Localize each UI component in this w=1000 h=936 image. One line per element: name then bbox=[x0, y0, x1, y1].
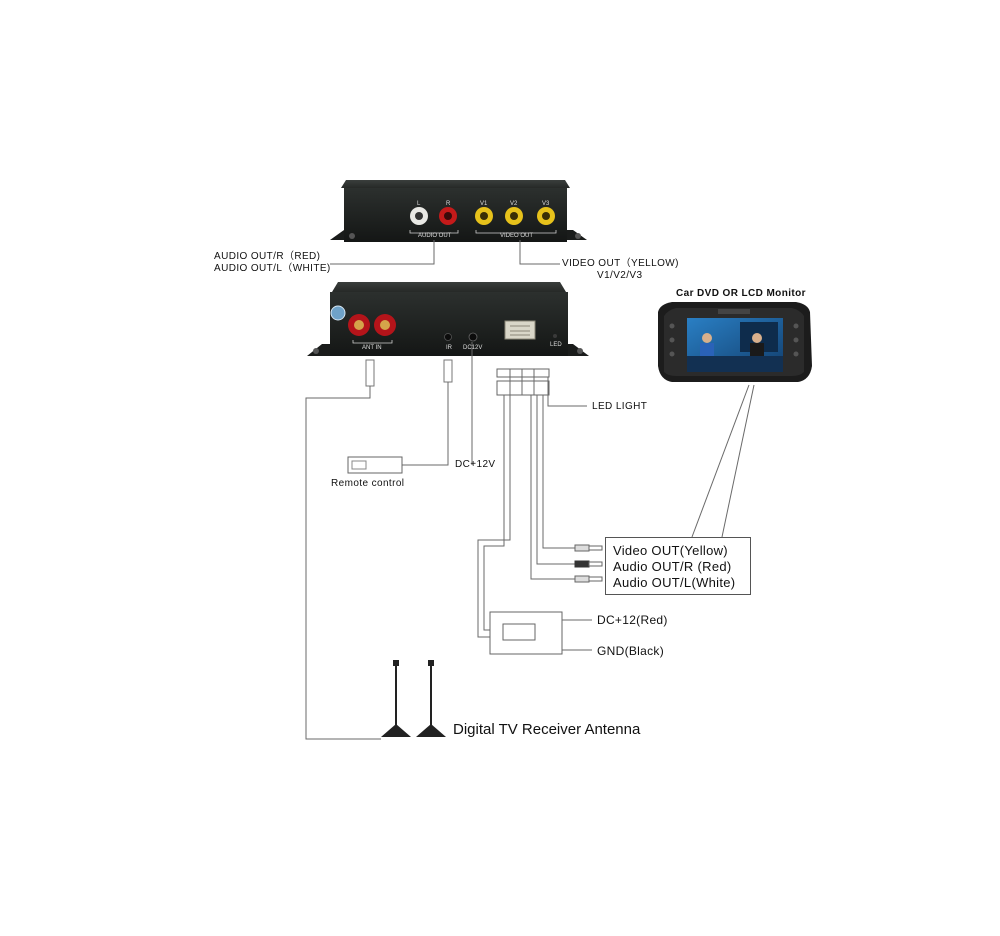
port-label-led: LED bbox=[550, 342, 562, 348]
label-antenna: Digital TV Receiver Antenna bbox=[453, 721, 641, 738]
output-connections-box: Video OUT(Yellow) Audio OUT/R (Red) Audi… bbox=[605, 537, 751, 595]
label-dc12-red: DC+12(Red) bbox=[597, 613, 668, 627]
label-video-out-channels: V1/V2/V3 bbox=[597, 270, 643, 281]
jack-label-r: R bbox=[446, 201, 451, 207]
jack-label-v1: V1 bbox=[480, 201, 488, 207]
digital-tv-antennas bbox=[381, 660, 446, 737]
port-label-dc12v: DC12V bbox=[463, 345, 483, 351]
rca-jack-audio-l bbox=[410, 207, 428, 225]
led-indicator bbox=[553, 334, 557, 338]
label-audio-out-l: AUDIO OUT/L（WHITE) bbox=[214, 263, 331, 274]
label-led-light: LED LIGHT bbox=[592, 401, 648, 412]
receiver-front-panel bbox=[307, 282, 589, 356]
jack-label-l: L bbox=[417, 201, 421, 207]
output-audio-out-l: Audio OUT/L(White) bbox=[613, 575, 736, 590]
brand-logo-disc bbox=[330, 305, 346, 321]
output-video-out: Video OUT(Yellow) bbox=[613, 543, 728, 558]
port-label-ir: IR bbox=[446, 345, 452, 351]
label-video-out: VIDEO OUT（YELLOW) bbox=[562, 258, 679, 269]
ir-jack bbox=[444, 333, 452, 341]
jack-label-v2: V2 bbox=[510, 201, 518, 207]
rca-jack-video-v2 bbox=[505, 207, 523, 225]
label-audio-out-r: AUDIO OUT/R（RED) bbox=[214, 251, 321, 262]
group-label-audio-out: AUDIO OUT bbox=[418, 233, 452, 239]
rca-jack-audio-r bbox=[439, 207, 457, 225]
rca-jack-video-v3 bbox=[537, 207, 555, 225]
receiver-rear-panel bbox=[330, 180, 587, 242]
label-gnd-black: GND(Black) bbox=[597, 644, 665, 658]
group-label-video-out: VIDEO OUT bbox=[500, 233, 534, 239]
label-dc12v: DC+12V bbox=[455, 459, 496, 470]
dc-power-jack bbox=[468, 332, 478, 342]
label-monitor-title: Car DVD OR LCD Monitor bbox=[676, 288, 806, 299]
car-dvd-monitor bbox=[658, 302, 812, 382]
multi-pin-output-connector bbox=[504, 320, 536, 340]
label-remote-control: Remote control bbox=[331, 478, 405, 489]
antenna-input-connectors bbox=[348, 314, 396, 344]
rca-jack-video-v1 bbox=[475, 207, 493, 225]
output-audio-out-r: Audio OUT/R (Red) bbox=[613, 559, 732, 574]
jack-label-v3: V3 bbox=[542, 201, 550, 207]
connection-lines bbox=[305, 240, 755, 740]
port-label-ant-in: ANT IN bbox=[362, 345, 382, 351]
